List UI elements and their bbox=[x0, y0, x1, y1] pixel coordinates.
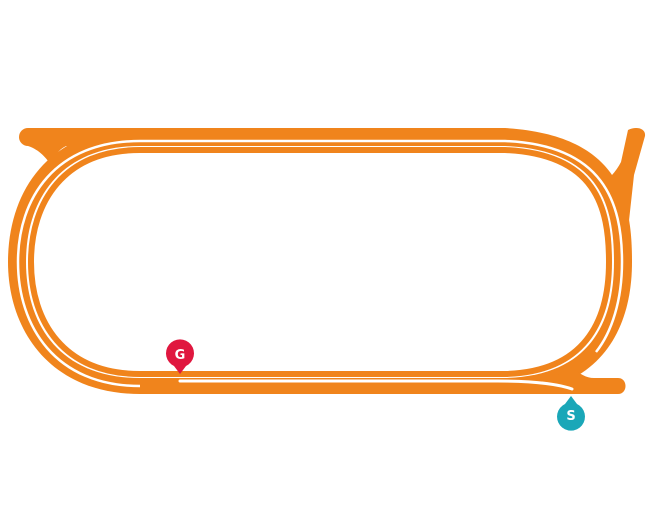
start-marker: S bbox=[557, 396, 585, 431]
start-pin-icon bbox=[557, 396, 585, 431]
top-left-chute-end bbox=[19, 128, 37, 146]
top-left-chute bbox=[28, 128, 160, 166]
goal-pin-icon bbox=[166, 339, 194, 374]
goal-label: G bbox=[175, 348, 186, 363]
inner-track-band bbox=[27, 147, 613, 377]
homestretch-rail bbox=[178, 379, 574, 391]
outer-rail-left bbox=[16, 139, 141, 388]
outer-rail bbox=[140, 139, 624, 353]
bottom-right-chute bbox=[490, 366, 626, 394]
top-right-chute bbox=[598, 128, 646, 248]
track bbox=[8, 128, 646, 394]
start-label: S bbox=[566, 409, 575, 424]
infield bbox=[26, 146, 614, 378]
goal-marker: G bbox=[166, 339, 194, 374]
